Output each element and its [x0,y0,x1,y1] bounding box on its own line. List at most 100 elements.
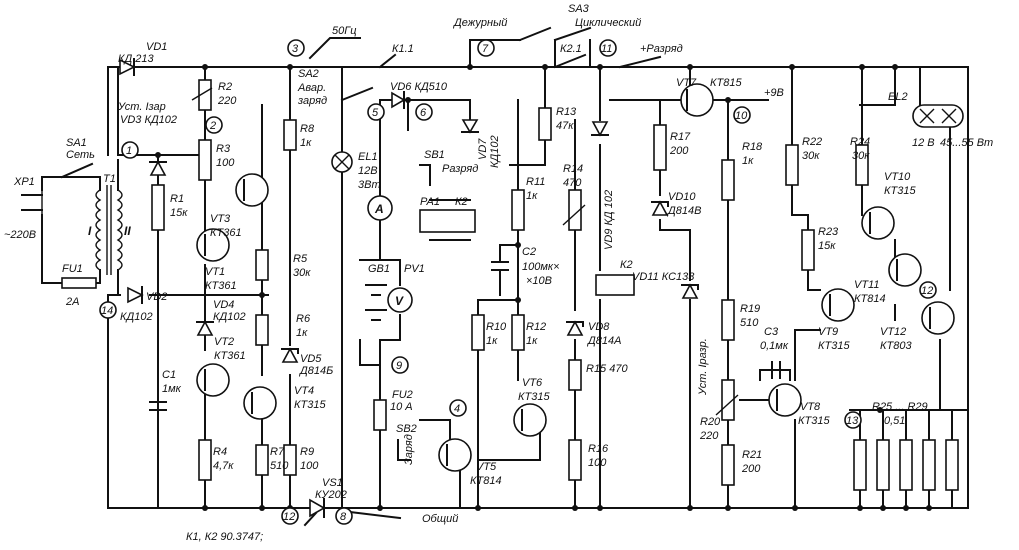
fu2-label: FU2 [392,389,413,401]
svg-text:10: 10 [735,110,748,122]
test-points: 1 2 3 4 5 6 7 8 9 10 11 12 13 14 12 [99,39,937,525]
capacitor-c2 [491,244,509,286]
r24-label: R24 [850,136,870,148]
resistors [151,79,959,491]
vd7-label: VD7 [477,138,489,160]
r12-value: 1к [526,335,538,347]
lamp-el2 [912,104,964,128]
net-discharge-arrow [618,55,662,69]
c3-value: 0,1мк [760,340,789,352]
resistor-r18 [721,159,735,201]
vd3-label: Уст. Iзар [117,101,166,113]
r7-value: 510 [270,460,289,472]
r9-label: R9 [300,446,314,458]
r7-label: R7 [270,446,285,458]
wires [41,39,969,509]
vt10-type-label: КТ315 [884,185,916,197]
el2-voltage: 12 В [912,137,935,149]
vd4-type-label: КД102 [213,311,246,323]
vt2-type-label: КТ361 [214,350,246,362]
vt9-type-label: КТ315 [818,340,850,352]
net-common-label: Общий [422,513,458,525]
resistor-r13 [538,107,552,141]
vt5-label: VT5 [476,461,497,473]
k2b-label: К2 [620,259,633,271]
el1-power: 3Вт [358,179,381,191]
test-point-4: 4 [449,399,467,417]
resistor-r3 [198,139,212,181]
net-50hz-arrow [308,37,361,60]
r2-value: 220 [217,95,237,107]
ammeter-pa1 [367,195,393,221]
vd10-type-label: Д814В [666,205,701,217]
diode-vd3 [149,160,167,176]
r13-label: R13 [556,106,577,118]
resistor-r1 [151,184,165,231]
thyristor-vs1 [303,498,326,527]
resistor-r23 [801,229,815,271]
vt4-label: VT4 [294,385,314,397]
t1-label: T1 [103,173,116,185]
r4-value: 4,7к [213,460,234,472]
r8-label: R8 [300,123,315,135]
vt9-label: VT9 [818,326,838,338]
transformer-t1 [95,185,123,275]
test-point-11: 11 [599,39,617,57]
vt1-label: VT1 [205,266,225,278]
r11-value: 1к [526,190,538,202]
svg-text:8: 8 [340,511,347,523]
r5-value: 30к [293,267,311,279]
r8-value: 1к [300,137,312,149]
r2-label: R2 [218,81,232,93]
vd6-label: VD6 КД510 [390,81,448,93]
test-point-13: 13 [844,411,862,429]
resistor-r6 [255,314,269,346]
vt12-type-label: КТ803 [880,340,912,352]
resistor-r24 [855,144,869,186]
resistor-r20 [721,379,735,421]
r16-value: 100 [588,457,607,469]
vd3-type-label: VD3 КД102 [120,114,177,126]
sa1-label: SA1 [66,137,87,149]
winding-2-label: II [124,224,131,238]
r4-label: R4 [213,446,227,458]
contact-k2-1 [553,53,587,69]
transistor-vt10 [861,206,895,240]
vt3-label: VT3 [210,213,231,225]
diode-vd2 [127,286,144,304]
zener-vd11 [681,283,699,299]
vt7-label: VT7 [676,77,697,89]
pv1-label: PV1 [404,263,425,275]
sa2-line2: заряд [297,95,327,107]
fu1-label: FU1 [62,263,83,275]
r18-value: 1к [742,155,754,167]
resistor-r8 [283,119,297,151]
test-point-12b: 12 [919,281,937,299]
sa3-right-label: Циклический [575,17,641,29]
pa1-label: PA1 [420,196,440,208]
zener-vd5 [281,347,299,363]
el2-label: EL2 [888,91,908,103]
resistor-r25 [853,439,867,491]
svg-text:9: 9 [396,360,402,372]
c1-label: C1 [162,369,176,381]
test-point-1: 1 [121,141,139,159]
svg-text:5: 5 [372,107,379,119]
xp1-label: XP1 [13,176,35,188]
test-point-8: 8 [335,507,353,525]
vd2-label: VD2 [146,291,167,303]
sb1-label: SB1 [424,149,445,161]
r3-label: R3 [216,143,231,155]
set-idis-label: Уст. Iразр. [697,338,709,396]
test-point-12: 12 [281,507,299,525]
r11-label: R11 [526,176,545,188]
net-50hz-label: 50Гц [332,25,357,37]
el1-voltage: 12В [358,165,378,177]
vt6-type-label: КТ315 [518,391,550,403]
k2-label: К2 [455,196,468,208]
test-point-2: 2 [205,116,223,134]
zener-vd10 [651,200,669,216]
vd2-type-label: КД102 [120,311,153,323]
resistor-r4 [198,439,212,481]
sa2-label: SA2 [298,68,319,80]
